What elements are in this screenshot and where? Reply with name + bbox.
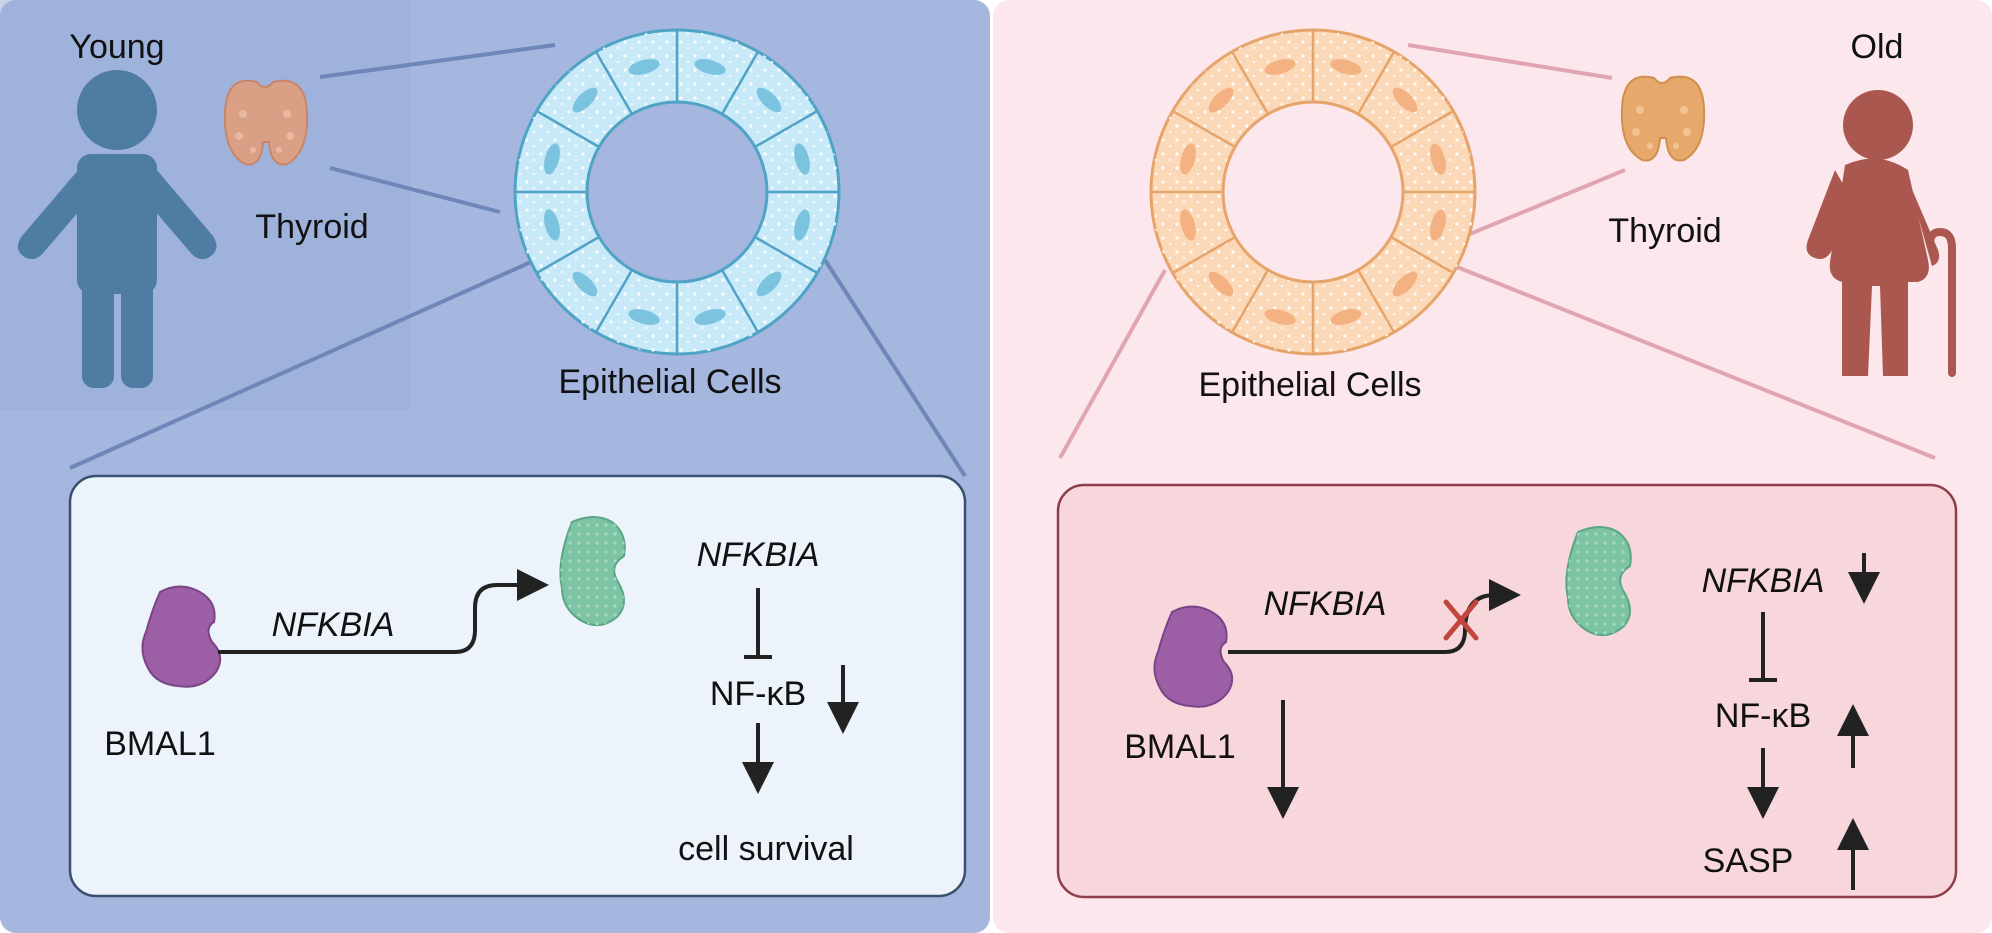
old-gene-label-arrow: NFKBIA (1264, 585, 1387, 623)
thyroid-gland-icon (223, 79, 309, 166)
young-organ-label: Thyroid (255, 208, 368, 246)
old-organ-label: Thyroid (1608, 212, 1721, 250)
old-protein-label: BMAL1 (1124, 728, 1236, 766)
bmal1-protein-icon (141, 585, 222, 688)
bmal1-protein-icon (1153, 605, 1234, 708)
old-panel: Old Thyroid (993, 0, 1992, 933)
young-person-label: Young (69, 28, 164, 66)
young-nfkb-label: NF-κB (710, 675, 806, 713)
young-tissue-label: Epithelial Cells (559, 363, 782, 401)
old-gene-arrow (1228, 579, 1521, 654)
person-young-icon (17, 70, 217, 388)
young-gene-arrow (218, 569, 549, 654)
old-connector-lines (1058, 43, 1936, 460)
young-gene-label-pathway: NFKBIA (697, 536, 820, 574)
young-panel: Young Thyroid (0, 0, 990, 933)
young-outcome-label: cell survival (678, 830, 854, 868)
old-nfkb-label: NF-κB (1715, 697, 1811, 735)
young-protein-label: BMAL1 (104, 725, 216, 763)
old-inhibition-line (1749, 612, 1777, 682)
epithelial-ring-icon (513, 28, 841, 356)
epithelial-ring-icon (1149, 28, 1477, 356)
person-old-icon (1806, 90, 1956, 377)
old-gene-label-pathway: NFKBIA (1702, 562, 1825, 600)
inhibition-cross-icon (1443, 599, 1479, 641)
ikb-protein-icon (1565, 526, 1632, 637)
old-person-label: Old (1851, 28, 1904, 66)
young-inhibition-line (744, 588, 772, 659)
old-tissue-label: Epithelial Cells (1199, 366, 1422, 404)
ikb-protein-icon (559, 516, 626, 627)
young-gene-label-arrow: NFKBIA (272, 606, 395, 644)
young-inset-box (68, 474, 967, 898)
thyroid-gland-icon (1620, 75, 1706, 162)
young-connector-lines (69, 43, 967, 478)
old-outcome-label: SASP (1703, 842, 1794, 880)
